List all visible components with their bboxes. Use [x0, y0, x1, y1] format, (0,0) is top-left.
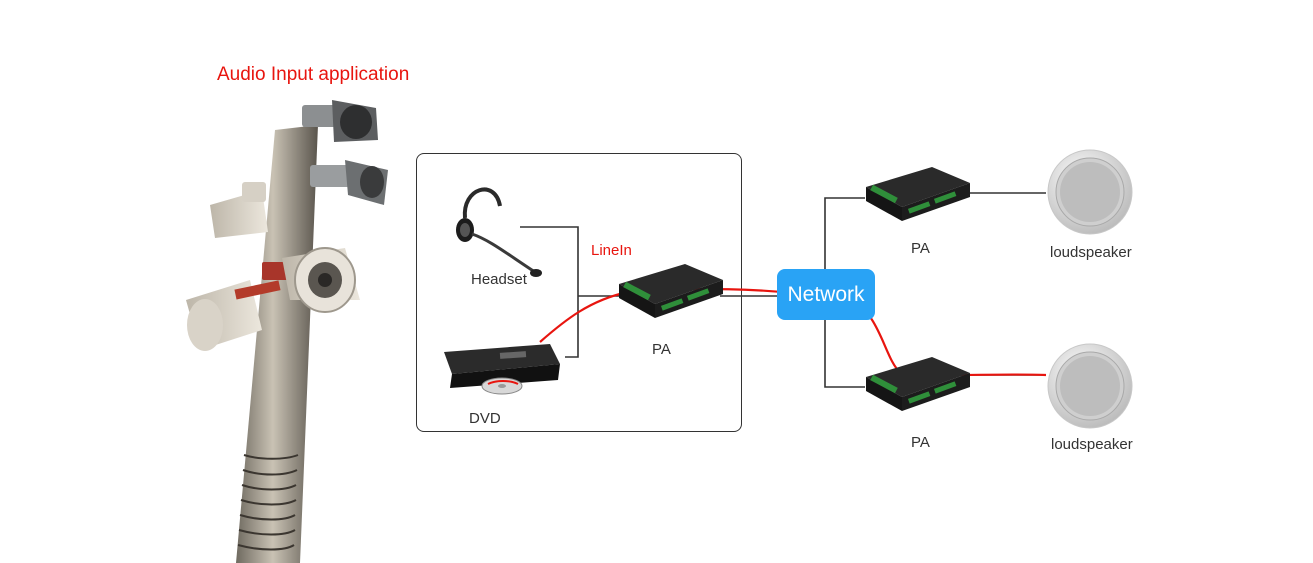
pa-amplifier-icon [866, 357, 970, 411]
horn-speaker-icon [186, 280, 281, 351]
input-group-frame [416, 153, 742, 432]
network-node: Network [777, 269, 875, 320]
pa-input-label: PA [652, 341, 671, 358]
speaker-top-label: loudspeaker [1050, 244, 1132, 261]
dvd-player-icon [444, 344, 560, 395]
pa-amplifier-icon [866, 167, 970, 221]
horn-speaker-icon [302, 100, 378, 142]
line-in-label: LineIn [591, 242, 632, 259]
headset-icon [456, 187, 542, 277]
pa-top-label: PA [911, 240, 930, 257]
ceiling-speaker-icon [1047, 343, 1133, 429]
headset-label: Headset [471, 271, 527, 288]
horn-speaker-icon [310, 160, 388, 205]
ceiling-speaker-icon [1047, 149, 1133, 235]
dvd-label: DVD [469, 410, 501, 427]
diagram-title: Audio Input application [217, 64, 410, 85]
pa-bottom-label: PA [911, 434, 930, 451]
pa-amplifier-icon [619, 264, 723, 318]
speaker-bottom-label: loudspeaker [1051, 436, 1133, 453]
horn-speaker-icon [210, 182, 268, 238]
horn-speaker-icon [262, 247, 360, 313]
